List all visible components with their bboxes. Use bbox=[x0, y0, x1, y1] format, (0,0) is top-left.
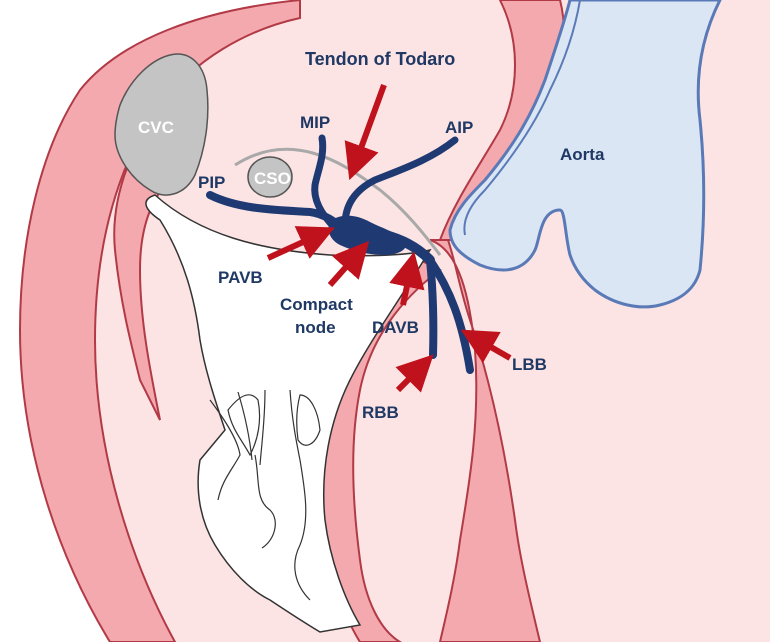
compact-node-label-line2: node bbox=[295, 318, 336, 337]
pavb-label: PAVB bbox=[218, 268, 263, 287]
rbb-branch bbox=[430, 260, 433, 355]
compact-node-label-line1: Compact bbox=[280, 295, 353, 314]
mip-label: MIP bbox=[300, 113, 330, 132]
aip-label: AIP bbox=[445, 118, 473, 137]
davb-label: DAVB bbox=[372, 318, 419, 337]
pip-label: PIP bbox=[198, 173, 225, 192]
cvc-label: CVC bbox=[138, 118, 174, 137]
aorta-label: Aorta bbox=[560, 145, 605, 164]
tendon-label: Tendon of Todaro bbox=[305, 49, 455, 69]
lbb-label: LBB bbox=[512, 355, 547, 374]
cso-label: CSO bbox=[254, 169, 291, 188]
rbb-label: RBB bbox=[362, 403, 399, 422]
